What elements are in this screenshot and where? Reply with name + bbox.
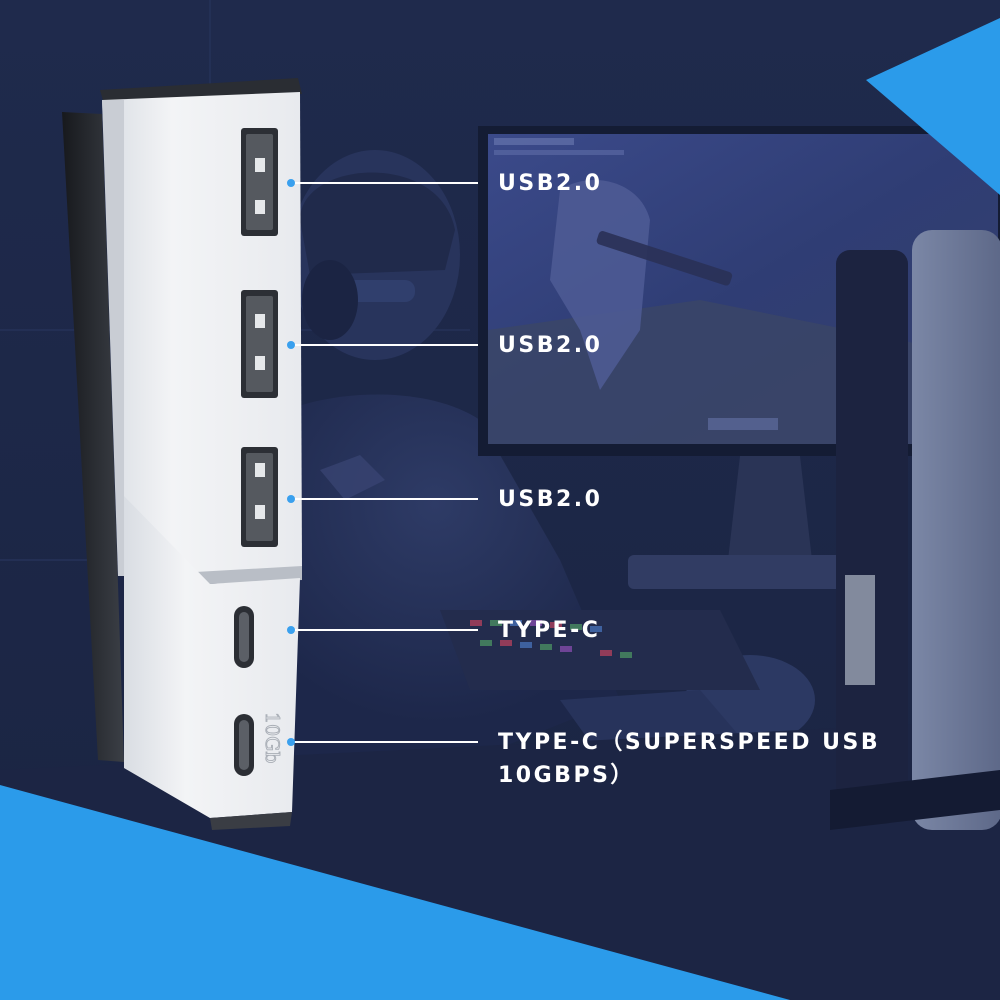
keyboard [440,610,760,690]
callout-dot-1 [287,179,295,187]
callout-dot-4 [287,626,295,634]
port-label-usb2-2: USB2.0 [498,333,603,358]
usb-a-port-3 [241,447,278,547]
port-engraving-10gb: 10Gb [261,712,283,764]
port-label-usb2-3: USB2.0 [498,487,603,512]
accent-triangle-top [866,18,1000,195]
callout-dot-2 [287,341,295,349]
hub-back-plate [62,112,124,762]
callout-dot-5 [287,738,295,746]
usb-c-port-2 [234,714,254,776]
callout-dot-3 [287,495,295,503]
port-label-usb2-1: USB2.0 [498,171,603,196]
usb-c-port-1 [234,606,254,668]
hub-top-rim [100,78,302,104]
accent-wedge-bottom [0,785,790,1000]
port-label-typec-1: TYPE-C [498,618,601,643]
usb-a-port-1 [241,128,278,236]
port-label-typec-2: TYPE-C（SUPERSPEED USB 10GBPS） [498,730,881,788]
game-console [830,230,1000,830]
usb-a-port-2 [241,290,278,398]
hub-lower-body [124,496,300,818]
hub-bottom-rim [210,812,292,830]
